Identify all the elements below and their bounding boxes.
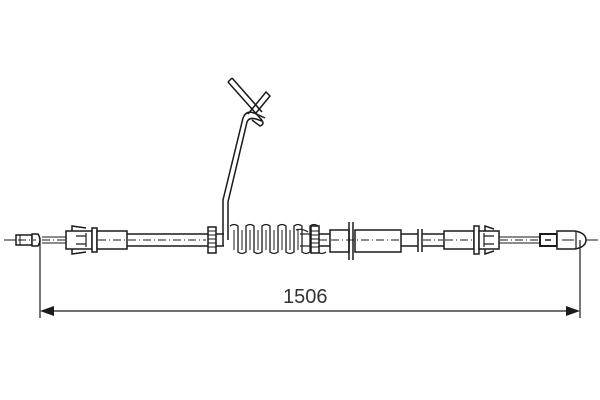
middle-sleeve <box>329 222 423 260</box>
conduit-left <box>127 233 208 247</box>
left-end-fitting <box>15 233 41 318</box>
right-inner-cable <box>499 236 540 244</box>
right-housing-clip <box>443 224 500 256</box>
left-inner-cable <box>42 236 66 244</box>
lever-arm <box>222 77 272 246</box>
left-adjuster-nut <box>207 226 224 254</box>
right-end-fitting <box>539 230 587 318</box>
conduit-right <box>422 233 444 247</box>
left-housing-clip <box>65 225 128 255</box>
right-adjuster-nut <box>310 225 330 254</box>
dimension-line <box>40 306 580 316</box>
return-spring <box>229 223 327 255</box>
dimension-label: 1506 <box>283 286 328 308</box>
